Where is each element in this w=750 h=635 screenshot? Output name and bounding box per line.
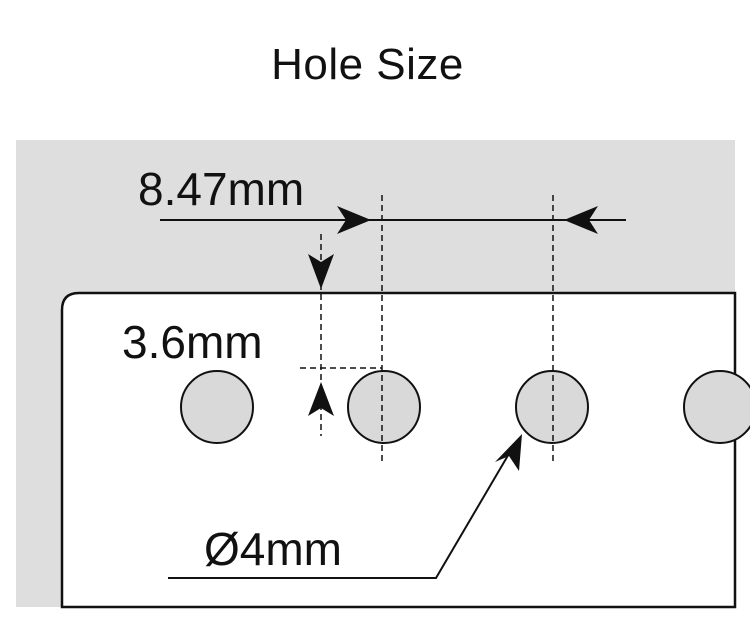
hole-2 (347, 370, 421, 444)
offset-arrow-down (308, 254, 334, 289)
hole-4 (683, 370, 750, 444)
pitch-label: 8.47mm (138, 163, 304, 215)
diameter-leader-line (168, 451, 511, 579)
offset-arrow-up (308, 382, 334, 416)
hole-1 (180, 370, 254, 444)
diagram-title: Hole Size (271, 40, 464, 89)
diameter-label: Ø4mm (204, 523, 342, 575)
offset-label: 3.6mm (122, 316, 263, 368)
sheet-panel (60, 291, 737, 609)
hole-3 (515, 370, 589, 444)
pitch-arrow-right (564, 206, 598, 234)
diameter-arrow (495, 434, 522, 471)
pitch-arrow-left (337, 206, 371, 234)
